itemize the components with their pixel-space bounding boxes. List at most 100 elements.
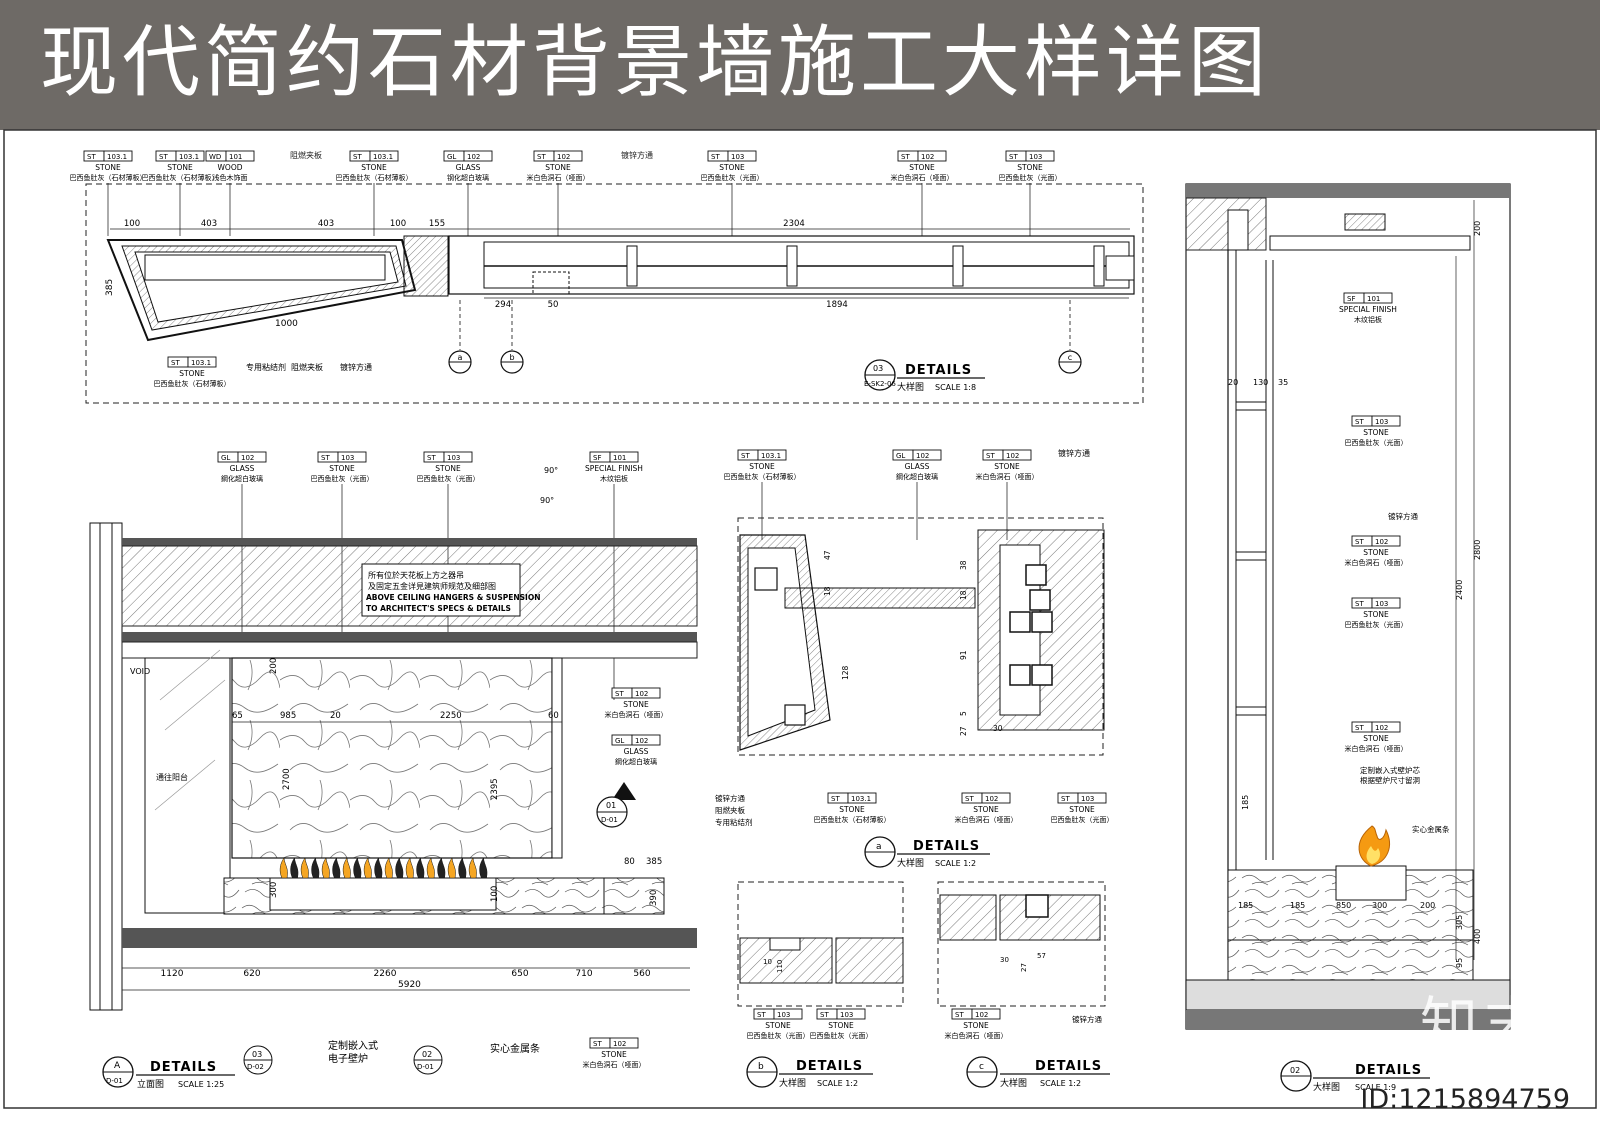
callout-num: 03	[252, 1050, 262, 1059]
tag-num: 103	[341, 454, 354, 462]
tag-num: 103.1	[107, 153, 127, 161]
tag-num: 103	[840, 1011, 853, 1019]
tag-material: STONE	[623, 700, 649, 709]
watermark-logo: 知末	[1419, 990, 1548, 1058]
left-note-1: 镀锌方通	[715, 793, 745, 803]
tag-desc: 米白色洞石（哑面）	[605, 710, 668, 719]
tag-desc: 巴西鱼肚灰（光面）	[1345, 620, 1408, 629]
tag-material: STONE	[909, 163, 935, 172]
title-scale: SCALE 1:2	[817, 1079, 858, 1088]
tag-num: 101	[1367, 295, 1380, 303]
tag-code: ST	[1355, 724, 1364, 732]
tag-material: STONE	[167, 163, 193, 172]
tag-num: 102	[635, 737, 648, 745]
tag-desc: 米白色洞石（哑面）	[583, 1060, 646, 1069]
dim-label: 100	[390, 219, 406, 229]
tag-code: ST	[159, 153, 168, 161]
tag-desc: 米白色洞石（哑面）	[1345, 558, 1408, 567]
page-title: 现代简约石材背景墙施工大样详图	[40, 18, 1271, 108]
tag-material: STONE	[1069, 805, 1095, 814]
sec-fire-note-2: 根据壁炉尺寸留洞	[1360, 775, 1420, 785]
dim-label: 155	[429, 219, 445, 229]
tag-num: 102	[635, 690, 648, 698]
label-metal: 实心金属条	[490, 1042, 540, 1055]
dim-label: 100	[124, 219, 140, 229]
tag-desc: 米白色洞石（哑面）	[1345, 744, 1408, 753]
note-dugang: 镀锌方通	[621, 150, 653, 160]
title-en: DETAILS	[905, 363, 972, 378]
dim-label: 30	[993, 724, 1003, 733]
tag-material: STONE	[749, 462, 775, 471]
dim-label: 1120	[161, 969, 184, 979]
tag-material: STONE	[545, 163, 571, 172]
detail-b-title: b DETAILS 大样图 SCALE 1:2	[746, 1056, 873, 1089]
title-letter: b	[758, 1062, 764, 1072]
tag-num: 102	[916, 452, 929, 460]
dim-label: 403	[318, 219, 334, 229]
dim-label: 300	[1372, 901, 1387, 910]
tag-num: 102	[1375, 724, 1388, 732]
flame	[426, 857, 435, 879]
title-banner: 现代简约石材背景墙施工大样详图	[0, 0, 1600, 130]
callout-02: 02 D-01	[413, 1045, 443, 1075]
title-cn: 大样图	[897, 381, 924, 393]
flame	[300, 857, 309, 879]
note-zuran: 阻燃夹板	[290, 150, 322, 160]
tag-desc: 木纹铝板	[600, 474, 628, 483]
tag-code: ST	[1355, 538, 1364, 546]
sec-metal-note: 实心金属条	[1412, 824, 1450, 834]
tag-material: STONE	[601, 1050, 627, 1059]
dim-label: 47	[823, 550, 832, 560]
tag-desc: 巴西鱼肚灰（光面）	[747, 1031, 810, 1040]
callout-ref: D-02	[247, 1063, 264, 1071]
tag-code: ST	[171, 359, 180, 367]
flame	[447, 857, 456, 879]
image-id: ID:1215894759	[1360, 1084, 1570, 1115]
tag-code: GL	[615, 737, 624, 745]
tag-desc: 巴西鱼肚灰（光面）	[311, 474, 374, 483]
flame	[279, 857, 288, 879]
tag-material: STONE	[1363, 734, 1389, 743]
dim-label: 1894	[826, 300, 848, 310]
tag-num: 103	[1029, 153, 1042, 161]
label-fireplace-1: 定制嵌入式	[328, 1039, 378, 1052]
title-scale: SCALE 1:25	[178, 1080, 224, 1089]
dim-label: 710	[575, 969, 592, 979]
flame	[363, 857, 372, 879]
title-en: DETAILS	[150, 1060, 217, 1075]
tag-desc: 巴西鱼肚灰（光面）	[417, 474, 480, 483]
tag-desc: 巴西鱼肚灰（石材薄板）	[154, 379, 231, 388]
dim-label: 18	[823, 586, 832, 596]
dim-label: 185	[1241, 795, 1250, 810]
tag-material: STONE	[179, 369, 205, 378]
tag-desc: 鋼化超白玻璃	[896, 472, 938, 481]
tag-num: 101	[229, 153, 242, 161]
section-mark-01: 01 D-01	[596, 782, 636, 828]
note-zuran-2: 阻燃夹板	[291, 362, 323, 372]
tag-material: GLASS	[456, 163, 481, 172]
callout-ref: D-01	[417, 1063, 434, 1071]
dim-label: 560	[633, 969, 650, 979]
callout-num: 02	[422, 1050, 432, 1059]
flame	[342, 857, 351, 879]
tag-material: GLASS	[905, 462, 930, 471]
dim-label: 2800	[1473, 540, 1482, 560]
tag-material: SPECIAL FINISH	[1339, 305, 1397, 314]
tag-num: 103	[777, 1011, 790, 1019]
tag-material: STONE	[839, 805, 865, 814]
dim-label: 200	[1420, 901, 1435, 910]
